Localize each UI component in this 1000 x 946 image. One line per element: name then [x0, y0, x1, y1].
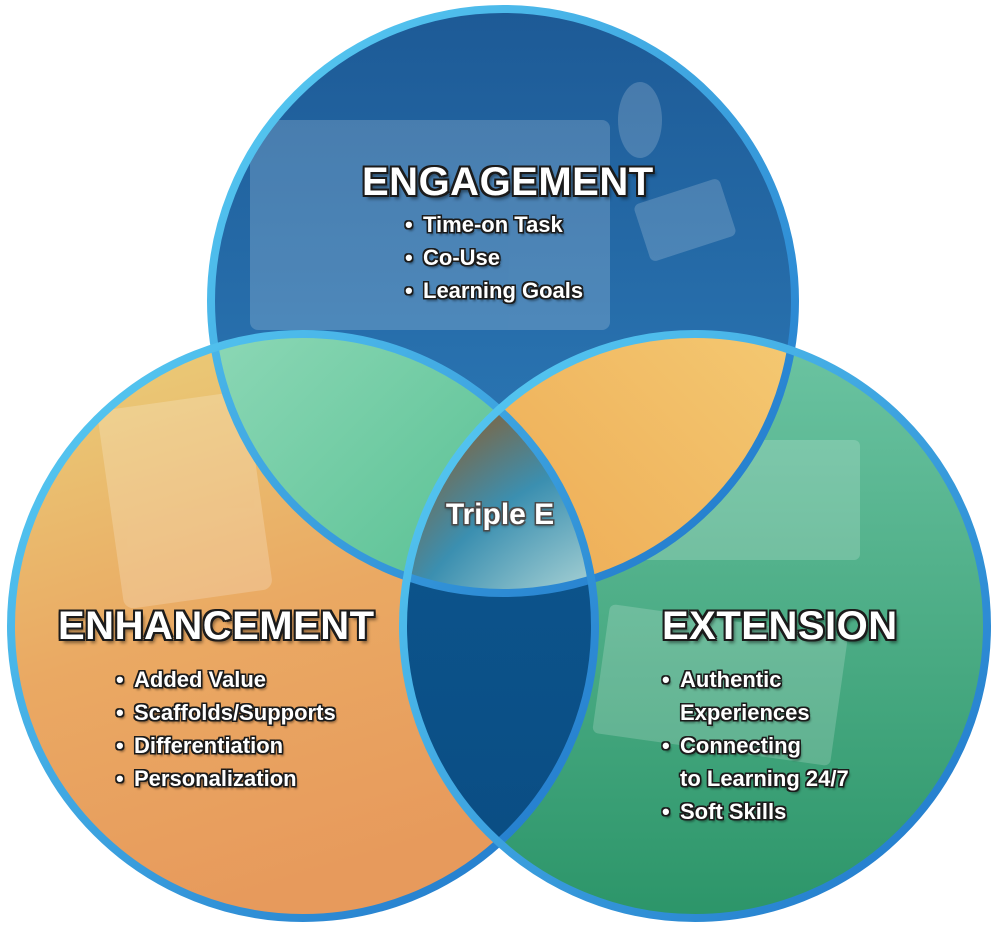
list-item: •Connecting — [662, 733, 801, 758]
enhancement-ring — [7, 330, 599, 922]
extension-bullets: •Authentic Experiences •Connecting to Le… — [662, 663, 849, 828]
list-item: •Co-Use — [405, 245, 501, 270]
list-item: •Authentic — [662, 667, 782, 692]
engagement-ring — [207, 5, 799, 597]
list-item: •Learning Goals — [405, 278, 584, 303]
list-item: •Personalization — [116, 766, 297, 791]
enhancement-bullets: •Added Value •Scaffolds/Supports •Differ… — [116, 663, 336, 795]
enhancement-title: ENHANCEMENT — [58, 604, 375, 648]
list-item-continuation: Experiences — [680, 700, 810, 725]
extension-title: EXTENSION — [662, 604, 898, 648]
list-item: •Time-on Task — [405, 212, 563, 237]
list-item: •Scaffolds/Supports — [116, 700, 336, 725]
list-item: •Soft Skills — [662, 799, 787, 824]
list-item-continuation: to Learning 24/7 — [680, 766, 849, 791]
center-overlap — [403, 334, 595, 593]
list-item: •Differentiation — [116, 733, 284, 758]
engagement-title: ENGAGEMENT — [362, 160, 654, 204]
enhancement-texture — [98, 391, 272, 609]
list-item: •Added Value — [116, 667, 267, 692]
engagement-bullets: •Time-on Task •Co-Use •Learning Goals — [405, 208, 583, 307]
center-label: Triple E — [445, 498, 555, 531]
extension-ring — [399, 330, 991, 922]
engagement-texture — [250, 82, 736, 330]
